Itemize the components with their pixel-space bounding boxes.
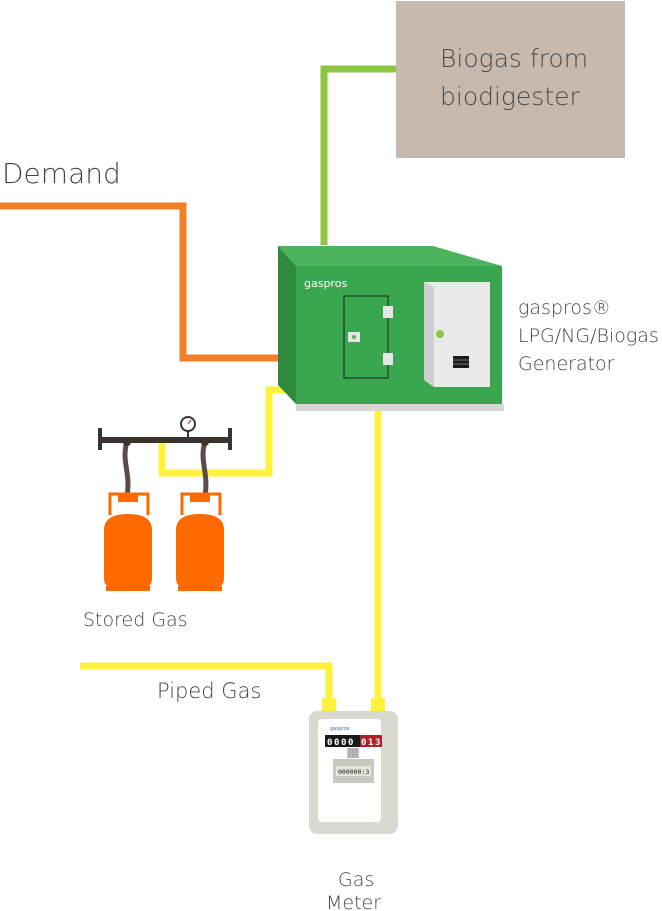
generator-control-panel xyxy=(343,295,389,379)
piped-gas-pipe xyxy=(80,662,333,700)
meter-brand-logo: gaspros xyxy=(330,726,350,732)
gas-cylinder-icon xyxy=(104,492,152,591)
demand-pipe xyxy=(0,202,282,362)
biogas-pipe xyxy=(320,65,396,245)
meter-counter-black-2: 0 xyxy=(341,738,346,748)
gas-meter-label-line2: Meter xyxy=(326,892,381,911)
biogas-source-label-line1: Biogas from xyxy=(440,44,588,73)
piped-gas-label: Piped Gas xyxy=(157,679,261,703)
generator-brand-logo: gaspros xyxy=(304,277,347,290)
stored-gas-pipe xyxy=(158,386,296,477)
meter-counter-red-0: 0 xyxy=(361,738,366,748)
stored-gas-label: Stored Gas xyxy=(83,609,188,631)
biogas-source-box: Biogas from biodigester xyxy=(396,1,625,158)
generator-label-line1: gaspros® xyxy=(518,297,611,319)
generator-door xyxy=(424,282,490,387)
gas-meter-label-line1: Gas xyxy=(338,869,374,891)
meter-counter-black-3: 0 xyxy=(348,738,353,748)
generator-indicator-icon xyxy=(436,330,444,338)
biogas-source-label-line2: biodigester xyxy=(440,82,581,111)
generator-label-line3: Generator xyxy=(518,353,615,375)
stored-gas-cylinders xyxy=(98,416,232,591)
generator-label-line2: LPG/NG/Biogas xyxy=(518,325,659,347)
meter-counter-red-2: 3 xyxy=(375,738,380,748)
manifold-bar xyxy=(100,437,230,443)
demand-label: Demand xyxy=(2,157,121,190)
meter-small-display-value: 000000:3 xyxy=(338,768,369,776)
gas-cylinder-icon xyxy=(176,492,224,591)
meter-counter-black-1: 0 xyxy=(334,738,339,748)
gas-meter: gaspros 0 0 0 0 0 1 3 000000:3 xyxy=(309,698,398,834)
generator-vent-icon xyxy=(453,356,469,368)
meter-counter-red-1: 1 xyxy=(368,738,373,748)
generator: gaspros xyxy=(278,246,504,411)
meter-counter-black-0: 0 xyxy=(327,738,332,748)
